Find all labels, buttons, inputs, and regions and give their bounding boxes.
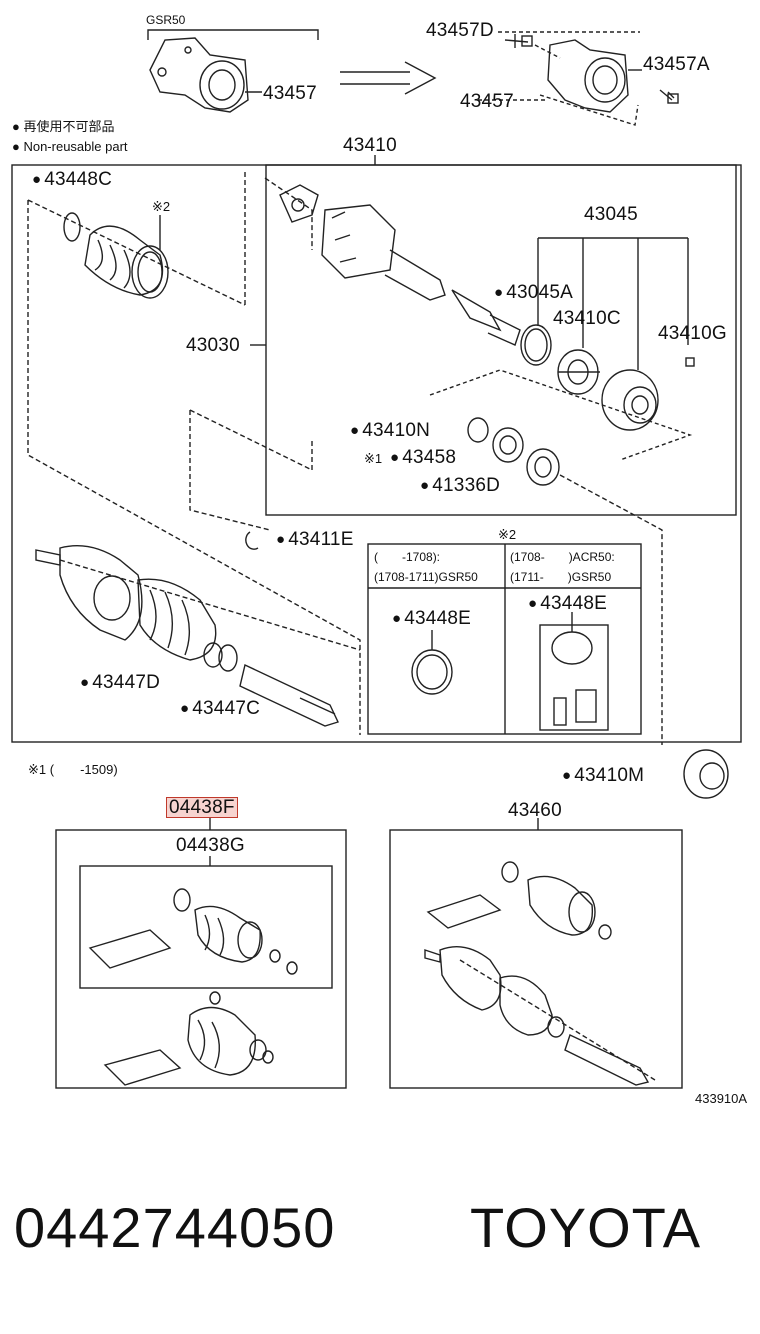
part-label-43447C[interactable]: 43447C <box>180 699 260 718</box>
kit-upper-parts <box>88 888 298 975</box>
part-label-43460[interactable]: 43460 <box>508 800 562 821</box>
part-label-04438G[interactable]: 04438G <box>176 835 245 856</box>
part-label-43030[interactable]: 43030 <box>186 335 240 356</box>
part-label-43458[interactable]: 43458 <box>390 448 456 467</box>
note-1-text: ※1 ( -1509) <box>28 762 118 777</box>
part-label-43410C[interactable]: 43410C <box>553 308 621 329</box>
part-label-43045[interactable]: 43045 <box>584 204 638 225</box>
kit-inner-04438G <box>79 865 333 989</box>
part-label-43457D[interactable]: 43457D <box>426 20 494 41</box>
clamp-left <box>411 649 453 695</box>
snap-ring-43411E <box>245 531 259 550</box>
part-label-43411E[interactable]: 43411E <box>276 530 354 549</box>
kit-lower-parts <box>103 991 274 1086</box>
bearing-43410C <box>557 349 600 395</box>
clamp-kit-right <box>539 624 609 731</box>
bracket-43045 <box>537 237 689 370</box>
part-label-43457-right[interactable]: 43457 <box>460 91 514 112</box>
gsr50-bracket-line <box>147 29 319 40</box>
knuckle-part-left <box>149 37 262 113</box>
seal-41336D <box>526 448 560 486</box>
assembly-43460-parts <box>424 861 656 1086</box>
part-label-43410[interactable]: 43410 <box>343 135 397 156</box>
part-label-04438F-highlighted[interactable]: 04438F <box>166 797 238 818</box>
footer-brand: TOYOTA <box>470 1196 702 1259</box>
outer-boot-small <box>63 212 169 299</box>
assembly-box-43460 <box>389 829 683 1089</box>
note-1-marker: ※1 <box>364 451 383 466</box>
drive-shaft-lower <box>35 545 361 727</box>
knuckle-part-right <box>478 31 679 126</box>
part-label-43448C[interactable]: 43448C <box>32 170 112 189</box>
snap-ring-43410N <box>467 417 489 443</box>
tripod-joint <box>264 177 521 346</box>
inner-joint-box <box>265 164 737 516</box>
legend-jp: ● 再使用不可部品 <box>12 119 115 134</box>
part-label-43410G[interactable]: 43410G <box>658 323 727 344</box>
part-label-41336D[interactable]: 41336D <box>420 476 500 495</box>
part-label-43045A[interactable]: 43045A <box>494 283 573 302</box>
table-title: ※2 <box>498 527 517 542</box>
part-label-43410M[interactable]: 43410M <box>562 766 644 785</box>
cover-43410G <box>601 357 695 431</box>
leader-dashed-left <box>27 172 361 735</box>
legend-en: ● Non-reusable part <box>12 139 128 154</box>
part-label-43448E-left[interactable]: 43448E <box>392 609 471 628</box>
table-h2-left: (1708-1711)GSR50 <box>374 570 478 584</box>
part-label-43457A[interactable]: 43457A <box>643 54 710 75</box>
gsr50-label: GSR50 <box>146 13 186 27</box>
part-label-43457-left[interactable]: 43457 <box>263 83 317 104</box>
snap-ring-43045A <box>520 324 552 366</box>
part-label-43448E-right[interactable]: 43448E <box>528 594 607 613</box>
diagram-code: 433910A <box>695 1091 748 1106</box>
footer-part-number: 0442744050 <box>14 1196 336 1259</box>
seal-43458 <box>492 427 524 463</box>
table-h2-right: (1711- )GSR50 <box>510 570 612 584</box>
part-label-43410N[interactable]: 43410N <box>350 421 430 440</box>
transform-arrow <box>340 61 437 95</box>
note-2-marker: ※2 <box>152 199 171 214</box>
part-label-43447D[interactable]: 43447D <box>80 673 160 692</box>
bearing-43410M <box>683 749 729 799</box>
kit-box-04438F <box>55 829 347 1089</box>
table-h1-right: (1708- )ACR50: <box>510 550 615 564</box>
table-h1-left: ( -1708): <box>374 550 441 564</box>
